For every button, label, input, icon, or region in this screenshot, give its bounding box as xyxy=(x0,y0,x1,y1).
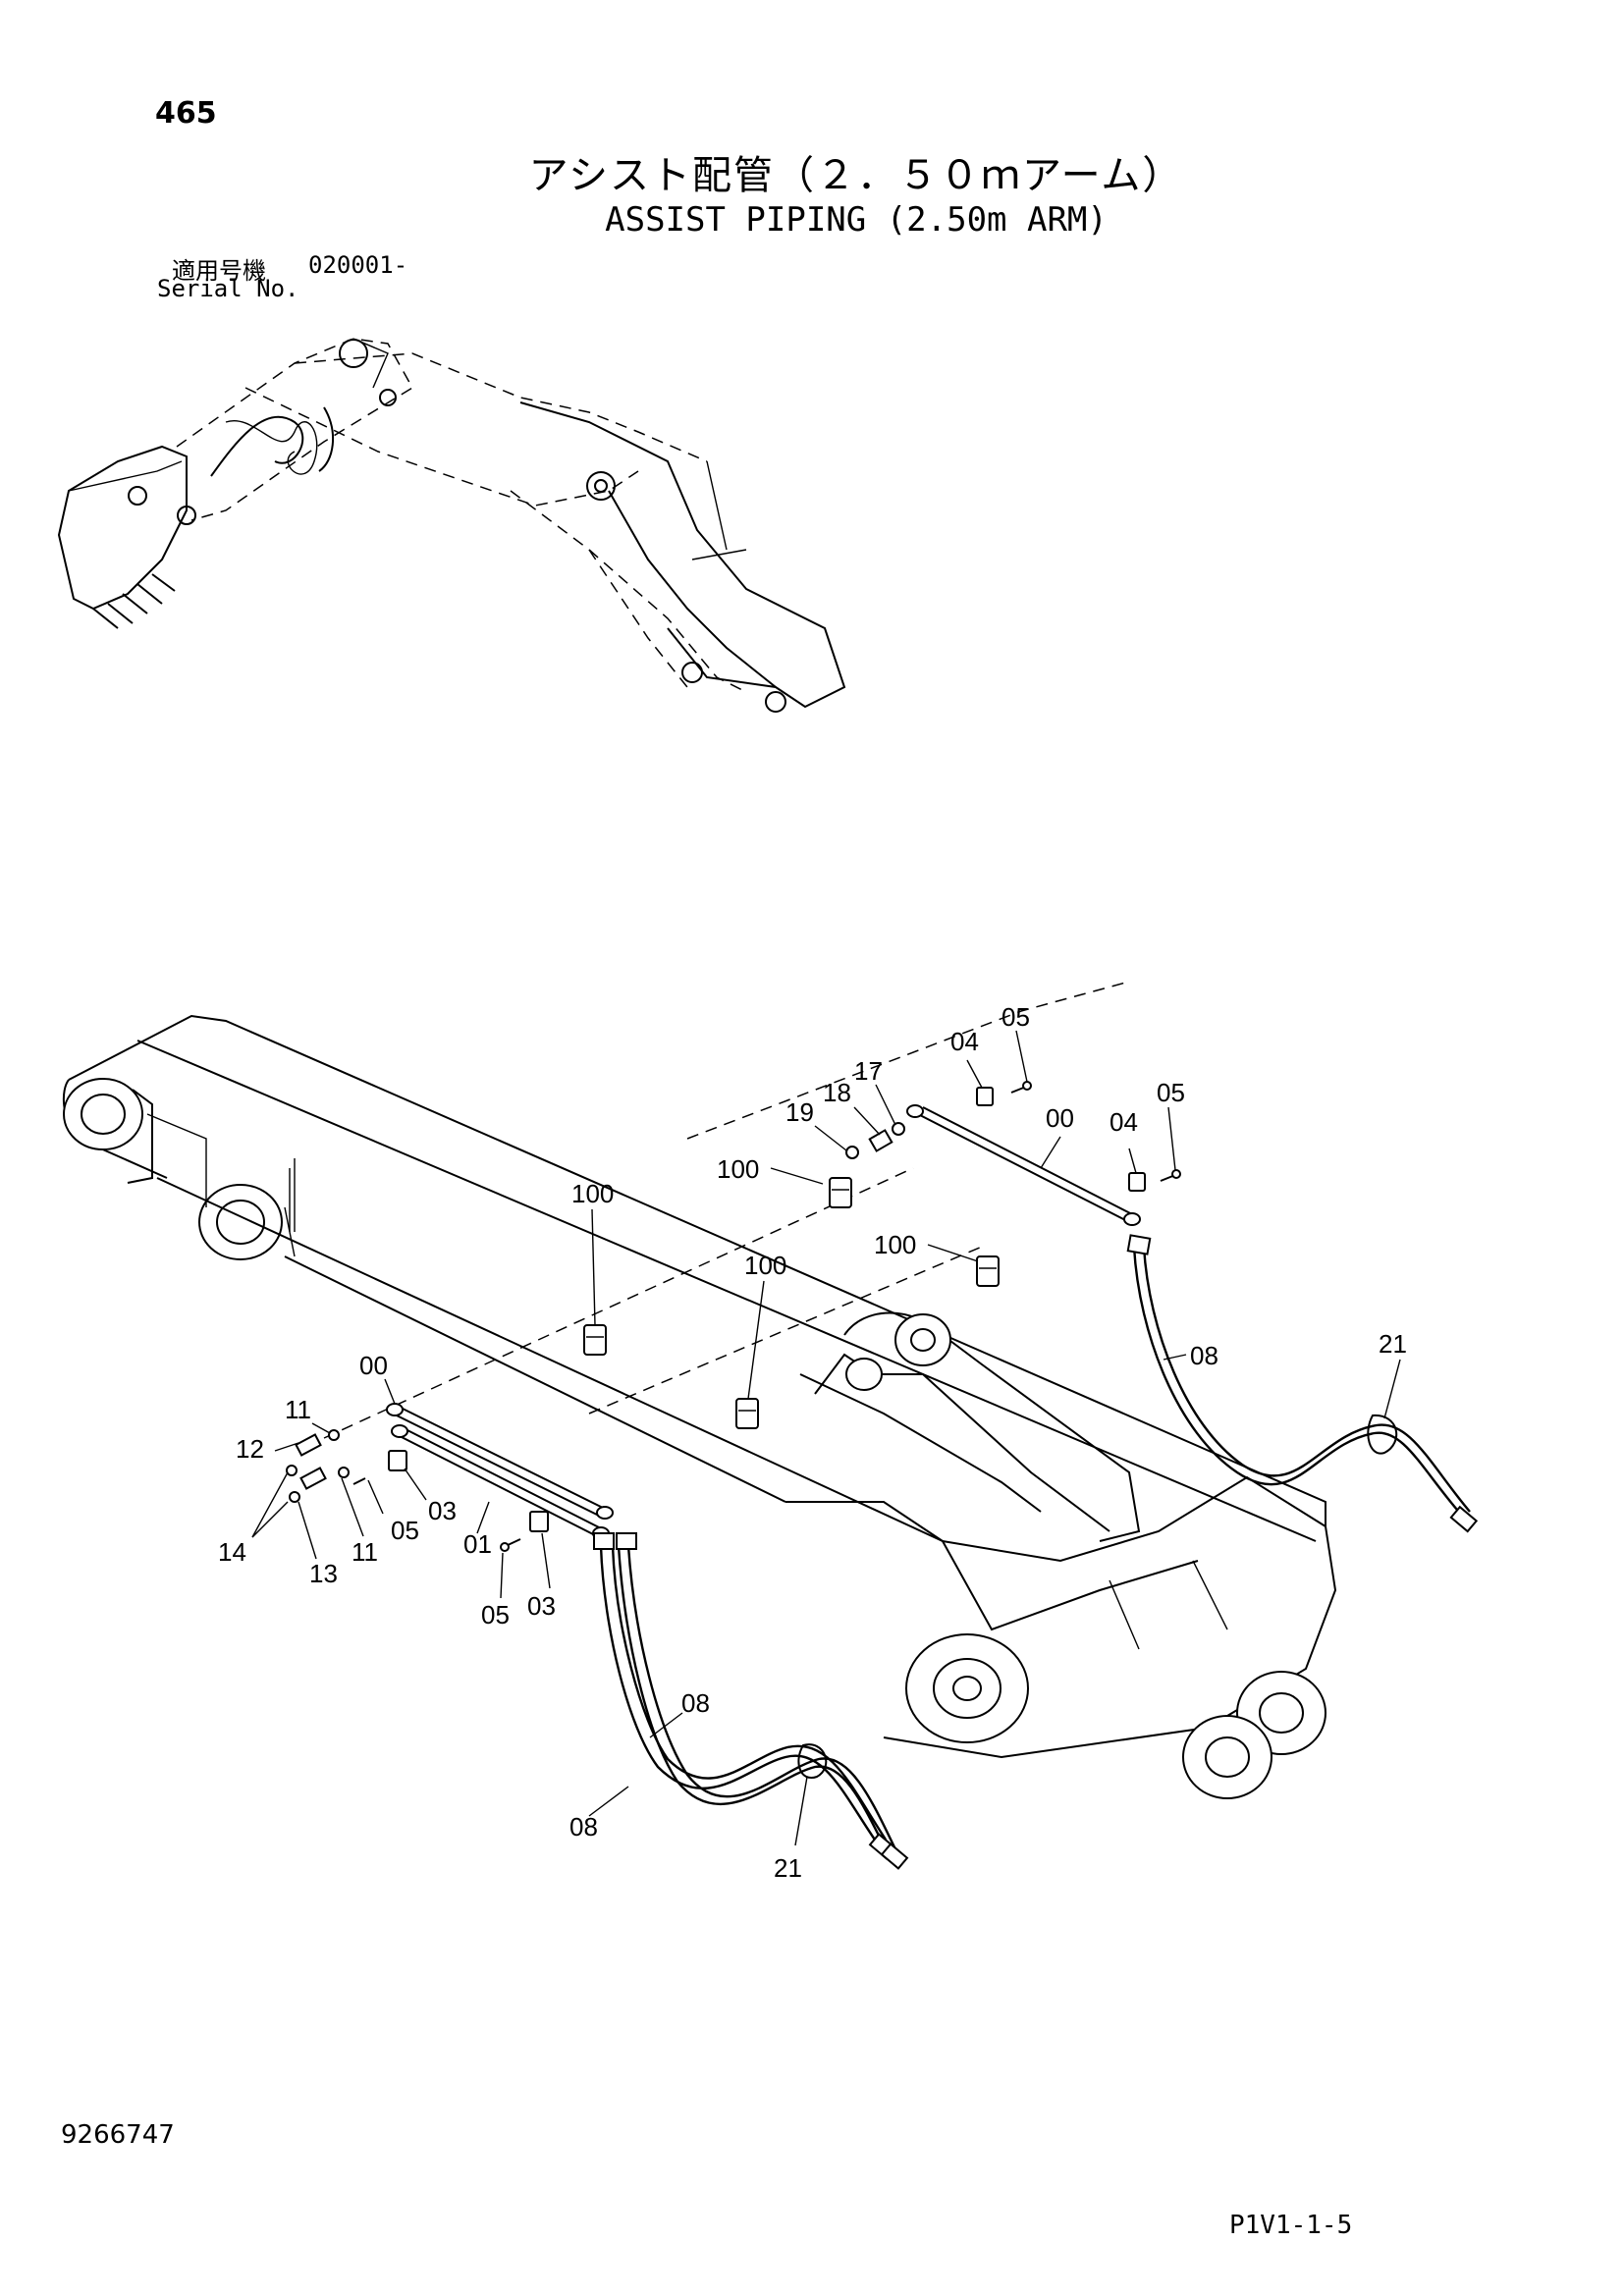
arm-bracket-plate xyxy=(799,1311,1141,1542)
clamp-03-left-low xyxy=(500,1511,549,1552)
clamp-04-right-top xyxy=(976,1081,1032,1106)
callout-05-top: 05 xyxy=(1001,1002,1030,1032)
callout-labels: 05 04 17 18 19 00 04 05 100 100 100 100 … xyxy=(218,1002,1407,1883)
arm-body xyxy=(62,981,1337,1799)
callout-19: 19 xyxy=(785,1097,814,1127)
callout-00-left: 00 xyxy=(359,1351,388,1380)
callout-05-low: 05 xyxy=(481,1600,510,1629)
fittings-17-18-19 xyxy=(845,1122,905,1159)
arm-bottom-boss xyxy=(905,1633,1029,1743)
callout-11-bottom: 11 xyxy=(352,1537,378,1567)
overview-boom xyxy=(510,401,846,713)
fittings-11-12-13-14 xyxy=(286,1429,350,1503)
clamp-21-right xyxy=(1367,1414,1398,1455)
serial-label-english: Serial No. xyxy=(157,275,299,302)
clamp-100-d xyxy=(976,1255,1000,1287)
arm-end-boss-lower xyxy=(1182,1715,1272,1799)
callout-17: 17 xyxy=(854,1056,883,1086)
clamp-100-c xyxy=(829,1177,852,1208)
callout-05-right: 05 xyxy=(1157,1078,1185,1107)
callout-100-a: 100 xyxy=(717,1154,759,1184)
callout-100-d: 100 xyxy=(744,1251,786,1280)
callout-11-top: 11 xyxy=(285,1395,311,1424)
pipe-00-left xyxy=(386,1403,614,1520)
callout-100-c: 100 xyxy=(571,1179,614,1208)
clamp-100-a xyxy=(583,1324,607,1356)
pipe-01 xyxy=(391,1424,610,1540)
page-title-japanese: アシスト配管（２．５０ｍアーム） xyxy=(528,153,1184,198)
callout-100-b: 100 xyxy=(874,1230,916,1259)
callout-18: 18 xyxy=(823,1078,851,1107)
callout-08-right: 08 xyxy=(1190,1341,1218,1370)
pipe-00-right xyxy=(906,1104,1141,1226)
overview-bucket xyxy=(57,445,196,629)
callout-01: 01 xyxy=(463,1529,492,1559)
overview-excavator-front-drawing xyxy=(57,338,846,713)
callout-03-low: 03 xyxy=(527,1591,556,1621)
page-number: 465 xyxy=(155,96,217,131)
callout-04-right: 04 xyxy=(1110,1107,1138,1137)
callout-12: 12 xyxy=(236,1434,264,1464)
serial-label-japanese: 適用号機 xyxy=(172,257,266,285)
callout-08-lower: 08 xyxy=(569,1812,598,1842)
callout-00-right: 00 xyxy=(1046,1103,1074,1133)
hose-08-left xyxy=(593,1532,909,1870)
clamp-04-right-mid xyxy=(1128,1169,1181,1192)
callout-21-right: 21 xyxy=(1379,1329,1407,1359)
callout-13: 13 xyxy=(309,1559,338,1588)
page-title-english: ASSIST PIPING (2.50m ARM) xyxy=(605,200,1108,240)
document-number: 9266747 xyxy=(61,2120,175,2150)
callout-21-lower: 21 xyxy=(774,1853,802,1883)
callout-03-mid: 03 xyxy=(428,1496,457,1525)
callout-04-top: 04 xyxy=(950,1027,979,1056)
callout-14: 14 xyxy=(218,1537,246,1567)
callout-08-upper: 08 xyxy=(681,1688,710,1718)
overview-arm xyxy=(176,338,708,521)
hose-08-right xyxy=(1126,1234,1479,1533)
clamp-100-b xyxy=(735,1398,759,1429)
clamp-03-left-top xyxy=(352,1450,407,1485)
page-code: P1V1-1-5 xyxy=(1229,2211,1353,2240)
serial-number-value: 020001- xyxy=(308,251,408,279)
callout-05-mid: 05 xyxy=(391,1516,419,1545)
clamp-21-left xyxy=(797,1743,828,1780)
leader-lines xyxy=(251,1030,1401,1846)
